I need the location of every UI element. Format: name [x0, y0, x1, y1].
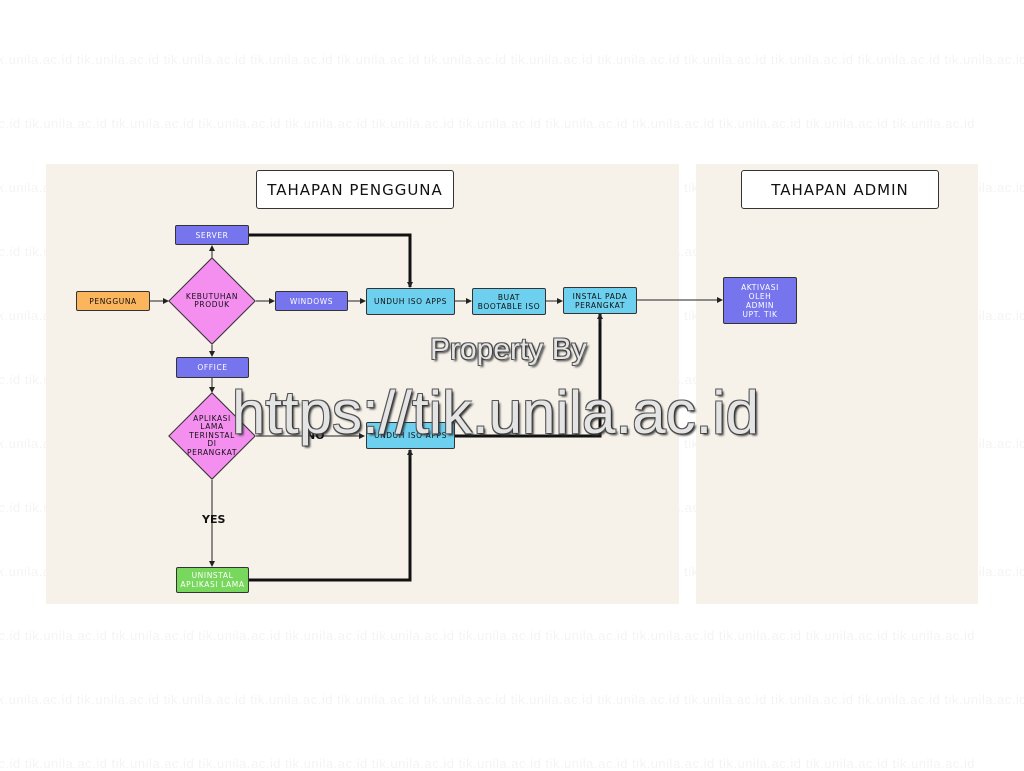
label-yes: YES [202, 513, 226, 526]
edge-server-unduh [249, 233, 412, 287]
user-stage-panel [46, 164, 679, 604]
node-windows: WINDOWS [275, 291, 348, 311]
overlay-url-text: https://tik.unila.ac.id [232, 379, 759, 446]
decision-kebutuhan-label: KEBUTUHAN PRODUK [185, 291, 239, 309]
watermark-row: tik.unila.ac.id tik.unila.ac.id tik.unil… [0, 692, 1024, 707]
decision-aplikasi-lama: APLIKASI LAMA TERINSTAL DI PERANGKAT [168, 392, 256, 480]
node-uninstal-aplikasi-lama: UNINSTAL APLIKASI LAMA [176, 567, 249, 593]
node-buat-bootable-iso: BUAT BOOTABLE ISO [472, 288, 546, 315]
admin-stage-panel [696, 164, 978, 604]
decision-kebutuhan-produk: KEBUTUHAN PRODUK [168, 257, 256, 345]
edge-uninstal-unduh2 [249, 450, 412, 582]
watermark-row: tik.unila.ac.id tik.unila.ac.id tik.unil… [0, 116, 998, 131]
node-unduh-iso-apps-2: UNDUH ISO APPS [366, 422, 455, 449]
watermark-row: tik.unila.ac.id tik.unila.ac.id tik.unil… [0, 52, 1024, 67]
watermark-row: tik.unila.ac.id tik.unila.ac.id tik.unil… [0, 628, 998, 643]
node-unduh-iso-apps-1: UNDUH ISO APPS [366, 288, 455, 315]
user-stage-title: TAHAPAN PENGGUNA [256, 170, 454, 209]
node-office: OFFICE [176, 357, 249, 378]
label-no: NO [306, 429, 325, 442]
node-aktivasi-admin: AKTIVASI OLEH ADMIN UPT. TIK [723, 277, 797, 324]
node-server: SERVER [175, 225, 249, 245]
node-instal-pada-perangkat: INSTAL PADA PERANGKAT [563, 287, 637, 314]
node-pengguna: PENGGUNA [76, 291, 150, 311]
decision-aplikasi-lama-label: APLIKASI LAMA TERINSTAL DI PERANGKAT [186, 413, 238, 457]
overlay-property-text: Property By [430, 333, 587, 366]
edge-unduh2-instal [455, 314, 602, 438]
watermark-row: tik.unila.ac.id tik.unila.ac.id tik.unil… [0, 756, 998, 771]
admin-stage-title: TAHAPAN ADMIN [741, 170, 939, 209]
